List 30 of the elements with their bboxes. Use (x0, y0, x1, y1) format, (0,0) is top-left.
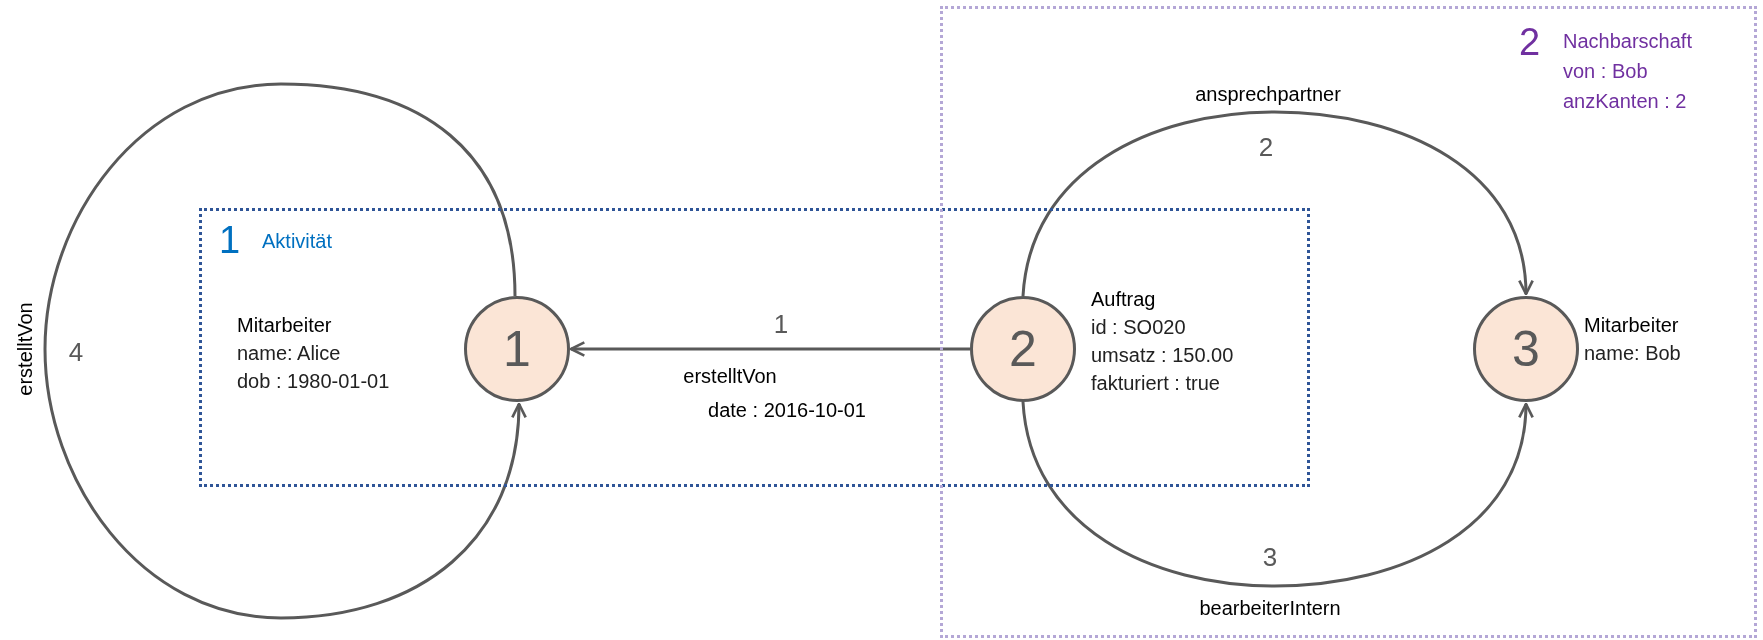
arrow (1021, 401, 1533, 588)
edge-name: bearbeiterIntern (1199, 598, 1341, 618)
edge-label: 2 (1258, 134, 1274, 160)
node-type: Mitarbeiter (1584, 313, 1680, 337)
node-number: 2 (1009, 324, 1037, 374)
edge-property: date : 2016-10-01 (708, 400, 866, 420)
node-type: Auftrag (1091, 287, 1157, 311)
arrow (569, 341, 970, 357)
node-property: id : SO020 (1091, 315, 1187, 339)
arrow (43, 82, 527, 620)
group-title: Aktivität (262, 231, 333, 251)
node-property: dob : 1980-01-01 (237, 369, 390, 393)
node-property: fakturiert : true (1091, 371, 1221, 395)
node-type: Mitarbeiter (237, 313, 333, 337)
node-number: 1 (503, 324, 531, 374)
node-property: name: Alice (237, 341, 342, 365)
group-title: Nachbarschaft (1563, 31, 1692, 51)
edge-label: 3 (1262, 544, 1278, 570)
group-property: von : Bob (1563, 61, 1648, 81)
edge-name: erstelltVon (15, 302, 35, 396)
node-property: name: Bob (1584, 341, 1681, 365)
edge-label: 4 (68, 339, 84, 365)
arrow (1021, 110, 1533, 297)
group-property: anzKanten : 2 (1563, 91, 1687, 111)
group-number: 1 (219, 221, 241, 259)
edge-name: erstelltVon (683, 366, 777, 386)
edge-name: ansprechpartner (1195, 84, 1341, 104)
node-property: umsatz : 150.00 (1091, 343, 1234, 367)
node-number: 3 (1512, 324, 1540, 374)
group-number: 2 (1519, 23, 1541, 61)
